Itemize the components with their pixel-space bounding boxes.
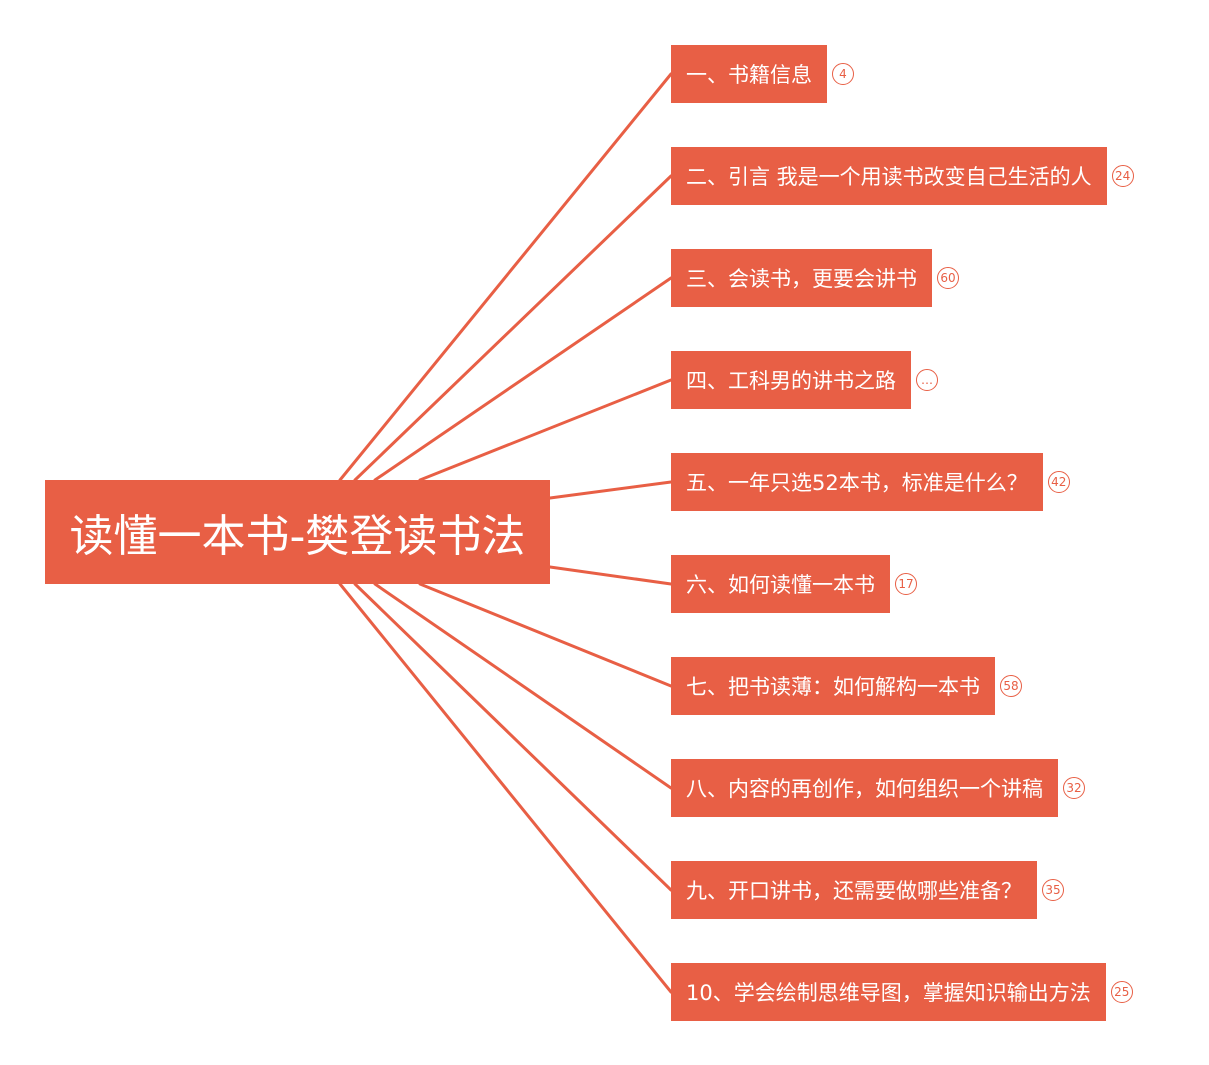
branch-topic-6-label: 六、如何读懂一本书 [686, 573, 875, 597]
branch-topic-1-label: 一、书籍信息 [686, 63, 812, 87]
connector-line-3 [373, 276, 673, 482]
branch-topic-9-box: 九、开口讲书，还需要做哪些准备？ [671, 861, 1037, 919]
connector-line-8 [373, 582, 673, 790]
connector-line-5 [548, 480, 673, 500]
connector-line-7 [418, 582, 673, 688]
branch-topic-3[interactable]: 三、会读书，更要会讲书 60 [671, 249, 959, 307]
branch-topic-1[interactable]: 一、书籍信息 4 [671, 45, 854, 103]
branch-topic-3-count-badge[interactable]: 60 [937, 267, 959, 289]
branch-topic-8-label: 八、内容的再创作，如何组织一个讲稿 [686, 777, 1043, 801]
branch-topic-6[interactable]: 六、如何读懂一本书 17 [671, 555, 917, 613]
connector-line-2 [353, 174, 673, 482]
branch-topic-4-collapsed-badge[interactable]: … [916, 369, 938, 391]
branch-topic-9[interactable]: 九、开口讲书，还需要做哪些准备？ 35 [671, 861, 1064, 919]
branch-topic-7-count-badge[interactable]: 58 [1000, 675, 1022, 697]
branch-topic-6-count-badge[interactable]: 17 [895, 573, 917, 595]
branch-topic-10-count-badge[interactable]: 25 [1110, 981, 1133, 1003]
branch-topic-4-label: 四、工科男的讲书之路 [686, 369, 896, 393]
branch-topic-4-box: 四、工科男的讲书之路 [671, 351, 911, 409]
branch-topic-5-label: 五、一年只选52本书，标准是什么？ [686, 471, 1028, 495]
connector-line-10 [338, 582, 673, 994]
branch-topic-2-box: 二、引言 我是一个用读书改变自己生活的人 [671, 147, 1107, 205]
branch-topic-5[interactable]: 五、一年只选52本书，标准是什么？ 42 [671, 453, 1070, 511]
connector-line-4 [418, 378, 673, 482]
branch-topic-4[interactable]: 四、工科男的讲书之路 … [671, 351, 938, 409]
branch-topic-3-box: 三、会读书，更要会讲书 [671, 249, 932, 307]
connector-line-9 [353, 582, 673, 892]
branch-topic-2[interactable]: 二、引言 我是一个用读书改变自己生活的人 24 [671, 147, 1134, 205]
branch-topic-10-box: 10、学会绘制思维导图，掌握知识输出方法 [671, 963, 1106, 1021]
branch-topic-10[interactable]: 10、学会绘制思维导图，掌握知识输出方法 25 [671, 963, 1133, 1021]
branch-topic-10-label: 10、学会绘制思维导图，掌握知识输出方法 [686, 981, 1091, 1005]
branch-topic-5-box: 五、一年只选52本书，标准是什么？ [671, 453, 1043, 511]
root-topic-label: 读懂一本书-樊登读书法 [69, 511, 526, 562]
branch-topic-7-label: 七、把书读薄：如何解构一本书 [686, 675, 980, 699]
branch-topic-8-box: 八、内容的再创作，如何组织一个讲稿 [671, 759, 1058, 817]
branch-topic-9-label: 九、开口讲书，还需要做哪些准备？ [686, 879, 1022, 903]
branch-topic-3-label: 三、会读书，更要会讲书 [686, 267, 917, 291]
connector-line-1 [338, 72, 673, 482]
connector-line-6 [548, 565, 673, 586]
branch-topic-7[interactable]: 七、把书读薄：如何解构一本书 58 [671, 657, 1022, 715]
branch-topic-2-count-badge[interactable]: 24 [1111, 165, 1134, 187]
branch-topic-7-box: 七、把书读薄：如何解构一本书 [671, 657, 995, 715]
root-topic[interactable]: 读懂一本书-樊登读书法 [45, 480, 550, 584]
branch-topic-8[interactable]: 八、内容的再创作，如何组织一个讲稿 32 [671, 759, 1085, 817]
branch-topic-6-box: 六、如何读懂一本书 [671, 555, 890, 613]
branch-topic-5-count-badge[interactable]: 42 [1047, 471, 1070, 493]
branch-topic-2-label: 二、引言 我是一个用读书改变自己生活的人 [686, 165, 1092, 189]
branch-topic-8-count-badge[interactable]: 32 [1063, 777, 1085, 799]
branch-topic-1-box: 一、书籍信息 [671, 45, 827, 103]
branch-topic-9-count-badge[interactable]: 35 [1042, 879, 1064, 901]
branch-topic-1-count-badge[interactable]: 4 [832, 63, 854, 85]
